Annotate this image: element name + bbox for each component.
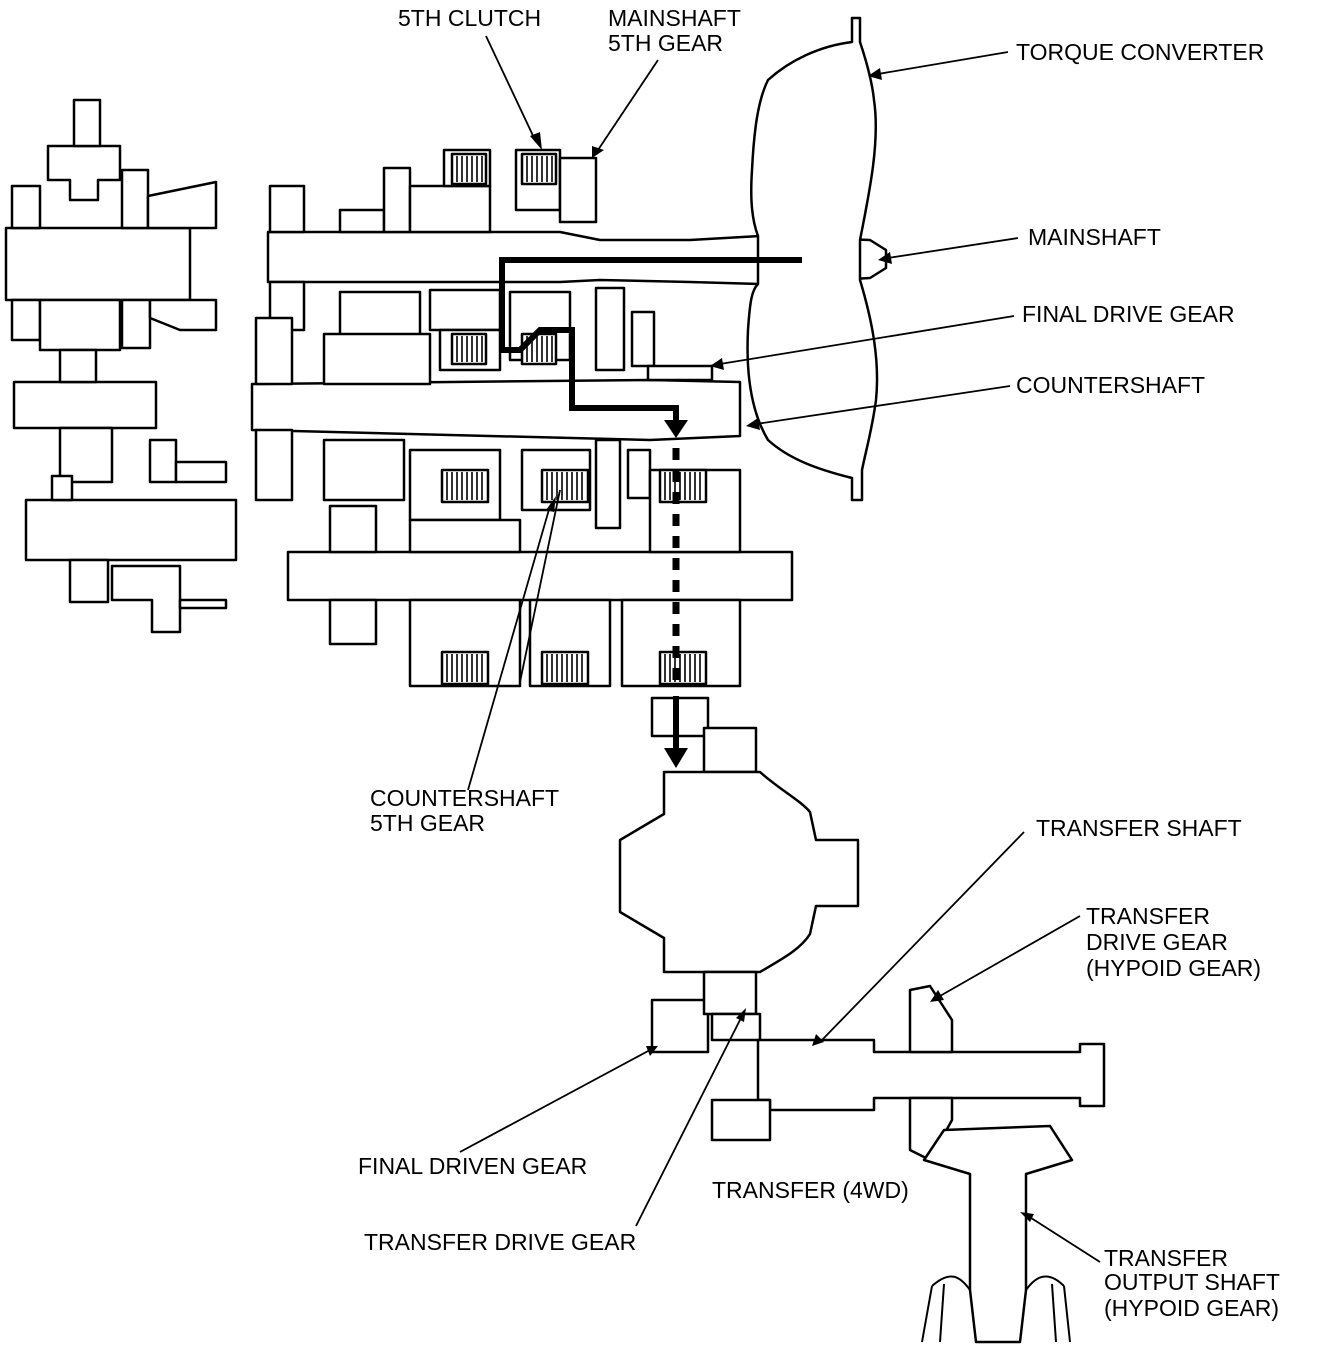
differential-assembly (618, 696, 860, 1054)
label-mainshaft-5th-gear: MAINSHAFT 5TH GEAR (608, 5, 747, 56)
label-transfer-drive-gear-hypoid: TRANSFER DRIVE GEAR (HYPOID GEAR) (1086, 903, 1261, 981)
transfer-output-shaft (922, 1124, 1074, 1344)
torque-converter (746, 16, 879, 502)
label-transfer-4wd: TRANSFER (4WD) (712, 1177, 909, 1203)
label-final-driven-gear: FINAL DRIVEN GEAR (358, 1153, 587, 1179)
label-countershaft-5th-gear: COUNTERSHAFT 5TH GEAR (370, 785, 565, 836)
label-final-drive-gear: FINAL DRIVE GEAR (1022, 301, 1235, 327)
label-transfer-output-shaft: TRANSFER OUTPUT SHAFT (HYPOID GEAR) (1104, 1245, 1286, 1321)
label-transfer-shaft: TRANSFER SHAFT (1036, 815, 1242, 841)
label-torque-converter: TORQUE CONVERTER (1016, 39, 1264, 65)
final-driven-gear-body (650, 998, 710, 1054)
label-transfer-drive-gear: TRANSFER DRIVE GEAR (364, 1229, 636, 1255)
differential-case (618, 770, 860, 974)
power-flow-path (499, 257, 802, 768)
label-mainshaft: MAINSHAFT (1028, 224, 1161, 250)
leader-lines (459, 35, 1101, 1263)
transfer-drive-gear-hypoid (908, 984, 954, 1054)
label-5th-clutch: 5TH CLUTCH (398, 5, 541, 31)
main-gear-assembly (250, 148, 888, 688)
left-shaft-assembly (4, 98, 238, 634)
clutch-pack-lower (440, 468, 708, 686)
transfer-assembly (710, 984, 1106, 1344)
label-countershaft: COUNTERSHAFT (1016, 372, 1205, 398)
clutch-pack-upper (450, 152, 558, 366)
third-shaft-body (286, 550, 794, 602)
